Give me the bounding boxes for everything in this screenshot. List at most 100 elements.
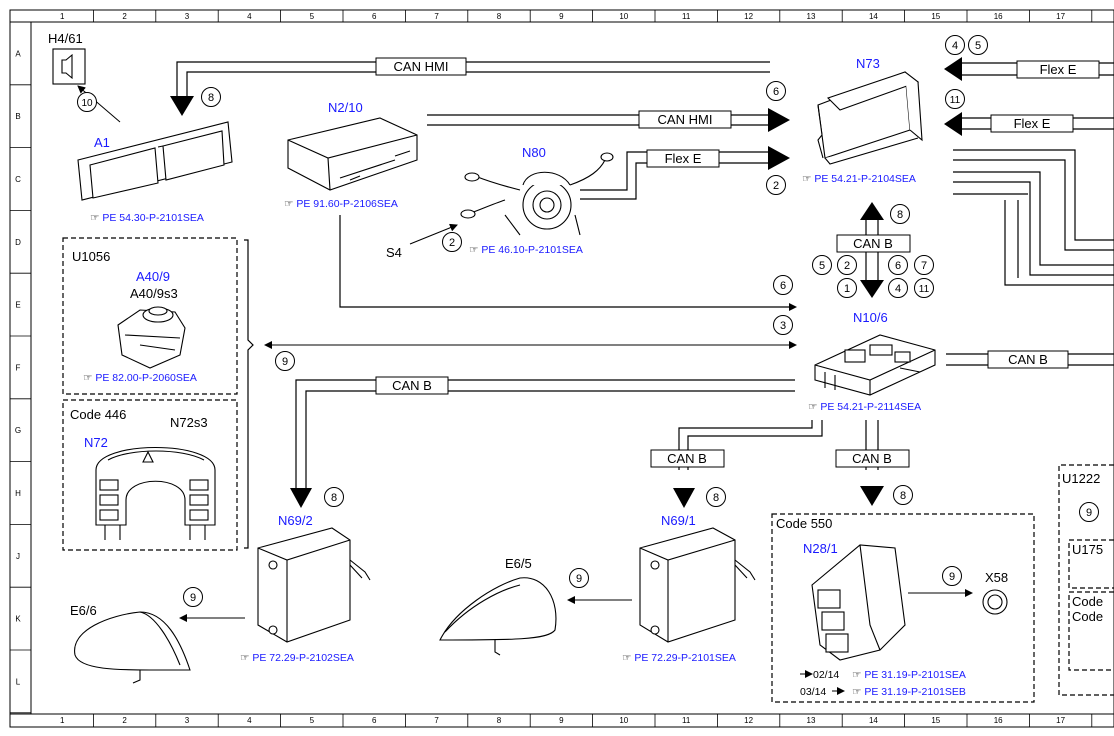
grid-col-label: 12 <box>744 716 753 725</box>
label-n28-1: N28/1 <box>803 541 838 556</box>
bus-can-hmi-mid: CAN HMI <box>658 112 713 127</box>
callout-number: 8 <box>208 92 214 104</box>
label-code-r2: Code <box>1072 609 1103 624</box>
grid-col-label: 2 <box>122 12 127 21</box>
callout-number: 6 <box>895 260 901 272</box>
grid-col-label: 11 <box>682 12 691 21</box>
label-a40-9: A40/9 <box>136 269 170 284</box>
grid-row-label: E <box>15 301 20 310</box>
speaker-icon <box>52 48 86 85</box>
callout-circle <box>324 487 344 507</box>
bus-flex-e-n80: Flex E <box>665 151 702 166</box>
grid-col-label: 10 <box>619 12 628 21</box>
callout-number: 7 <box>921 260 927 272</box>
callout-circle <box>945 35 965 55</box>
grid-col-label: 16 <box>994 12 1003 21</box>
grid-row-label: B <box>15 112 20 121</box>
svg-text:☞ PE 91.60-P-2106SEA: ☞ PE 91.60-P-2106SEA <box>284 198 398 210</box>
book-icon: ☞ <box>90 212 99 224</box>
callout-circle <box>201 87 221 107</box>
svg-text:☞ PE 46.10-P-2101SEA: ☞ PE 46.10-P-2101SEA <box>469 244 583 256</box>
grid-row-label: C <box>15 175 21 184</box>
mirror-e6-5-drawing <box>439 577 557 656</box>
book-icon: ☞ <box>852 686 861 698</box>
callout-number: 8 <box>713 492 719 504</box>
callout-number: 10 <box>81 98 93 109</box>
grid-row-label: J <box>16 552 20 561</box>
bus-can-b-n28: CAN B <box>852 451 892 466</box>
arrowhead-n73-flexe <box>768 146 790 170</box>
grid-col-label: 6 <box>372 12 377 21</box>
arrowhead-canb-up <box>860 202 884 220</box>
steering-column-n80-drawing <box>460 152 614 236</box>
arrowhead-n73-canhmi <box>768 108 790 132</box>
label-code-446: Code 446 <box>70 407 126 422</box>
grid-col-label: 17 <box>1056 12 1065 21</box>
callout-circle <box>890 204 910 224</box>
book-icon: ☞ <box>622 652 631 664</box>
callout-circle <box>837 278 857 298</box>
bus-can-b-right: CAN B <box>1008 352 1048 367</box>
callout-circle <box>766 175 786 195</box>
callout-number: 9 <box>190 592 196 604</box>
ref-n73: PE 54.21-P-2104SEA <box>814 173 916 185</box>
callout-circle <box>773 315 793 335</box>
arrowhead-flexe-r2 <box>944 112 962 136</box>
callout-circle <box>77 92 97 112</box>
callout-number: 8 <box>897 209 903 221</box>
book-icon: ☞ <box>284 198 293 210</box>
module-n2-10-drawing <box>287 117 418 191</box>
callout-number: 2 <box>449 237 455 249</box>
callout-circle <box>945 89 965 109</box>
callout-circle <box>893 485 913 505</box>
date-until: 02/14 <box>813 669 839 681</box>
callout-number: 2 <box>844 260 850 272</box>
instrument-cluster-a1-drawing <box>77 121 233 201</box>
svg-text:☞ PE 54.21-P-2104SEA: ☞ PE 54.21-P-2104SEA <box>802 173 916 185</box>
label-code-550: Code 550 <box>776 516 832 531</box>
bus-can-b-left: CAN B <box>392 378 432 393</box>
callout-circle <box>968 35 988 55</box>
svg-text:☞ PE 54.30-P-2101SEA: ☞ PE 54.30-P-2101SEA <box>90 212 204 224</box>
label-u1222: U1222 <box>1062 471 1100 486</box>
bus-can-hmi-top: CAN HMI <box>394 59 449 74</box>
grid-row-label: F <box>16 363 21 372</box>
book-icon: ☞ <box>852 669 861 681</box>
label-x58: X58 <box>985 570 1008 585</box>
grid-col-label: 1 <box>60 716 65 725</box>
ref-n28-1-b: PE 31.19-P-2101SEB <box>864 686 966 698</box>
bus-can-b-n69-1: CAN B <box>667 451 707 466</box>
callout-number: 11 <box>919 284 930 295</box>
bus-flex-e-r2: Flex E <box>1014 116 1051 131</box>
reference-labels: ☞ PE 54.30-P-2101SEA ☞ PE 91.60-P-2106SE… <box>83 173 966 698</box>
label-s4: S4 <box>386 245 402 260</box>
callout-number: 11 <box>950 95 961 106</box>
grid-col-label: 3 <box>185 716 190 725</box>
callout-circle <box>766 81 786 101</box>
ref-n2-10: PE 91.60-P-2106SEA <box>296 198 398 210</box>
grid-labels: 1122334455667788991010111112121313141415… <box>15 12 1066 725</box>
callout-number: 6 <box>780 280 786 292</box>
callout-circle <box>275 351 295 371</box>
label-n80: N80 <box>522 145 546 160</box>
grid-row-label: H <box>15 489 21 498</box>
callout-number: 1 <box>844 283 850 295</box>
grid-row-label: L <box>16 677 21 686</box>
date-from: 03/14 <box>800 686 826 698</box>
grid-col-label: 14 <box>869 12 878 21</box>
callout-number: 3 <box>780 320 786 332</box>
label-n72: N72 <box>84 435 108 450</box>
ref-n69-1: PE 72.29-P-2101SEA <box>634 652 736 664</box>
label-n73: N73 <box>856 56 880 71</box>
callout-number: 5 <box>819 260 825 272</box>
grid-col-label: 16 <box>994 716 1003 725</box>
callout-circle <box>773 275 793 295</box>
callout-number: 9 <box>949 571 955 583</box>
grid-col-label: 8 <box>497 716 502 725</box>
bus-label-boxes <box>375 57 1100 468</box>
svg-text:☞ PE 54.21-P-2114SEA: ☞ PE 54.21-P-2114SEA <box>808 401 921 413</box>
grid-ticks <box>10 10 1093 727</box>
callout-circle <box>1079 502 1099 522</box>
grid-col-label: 1 <box>60 12 65 21</box>
